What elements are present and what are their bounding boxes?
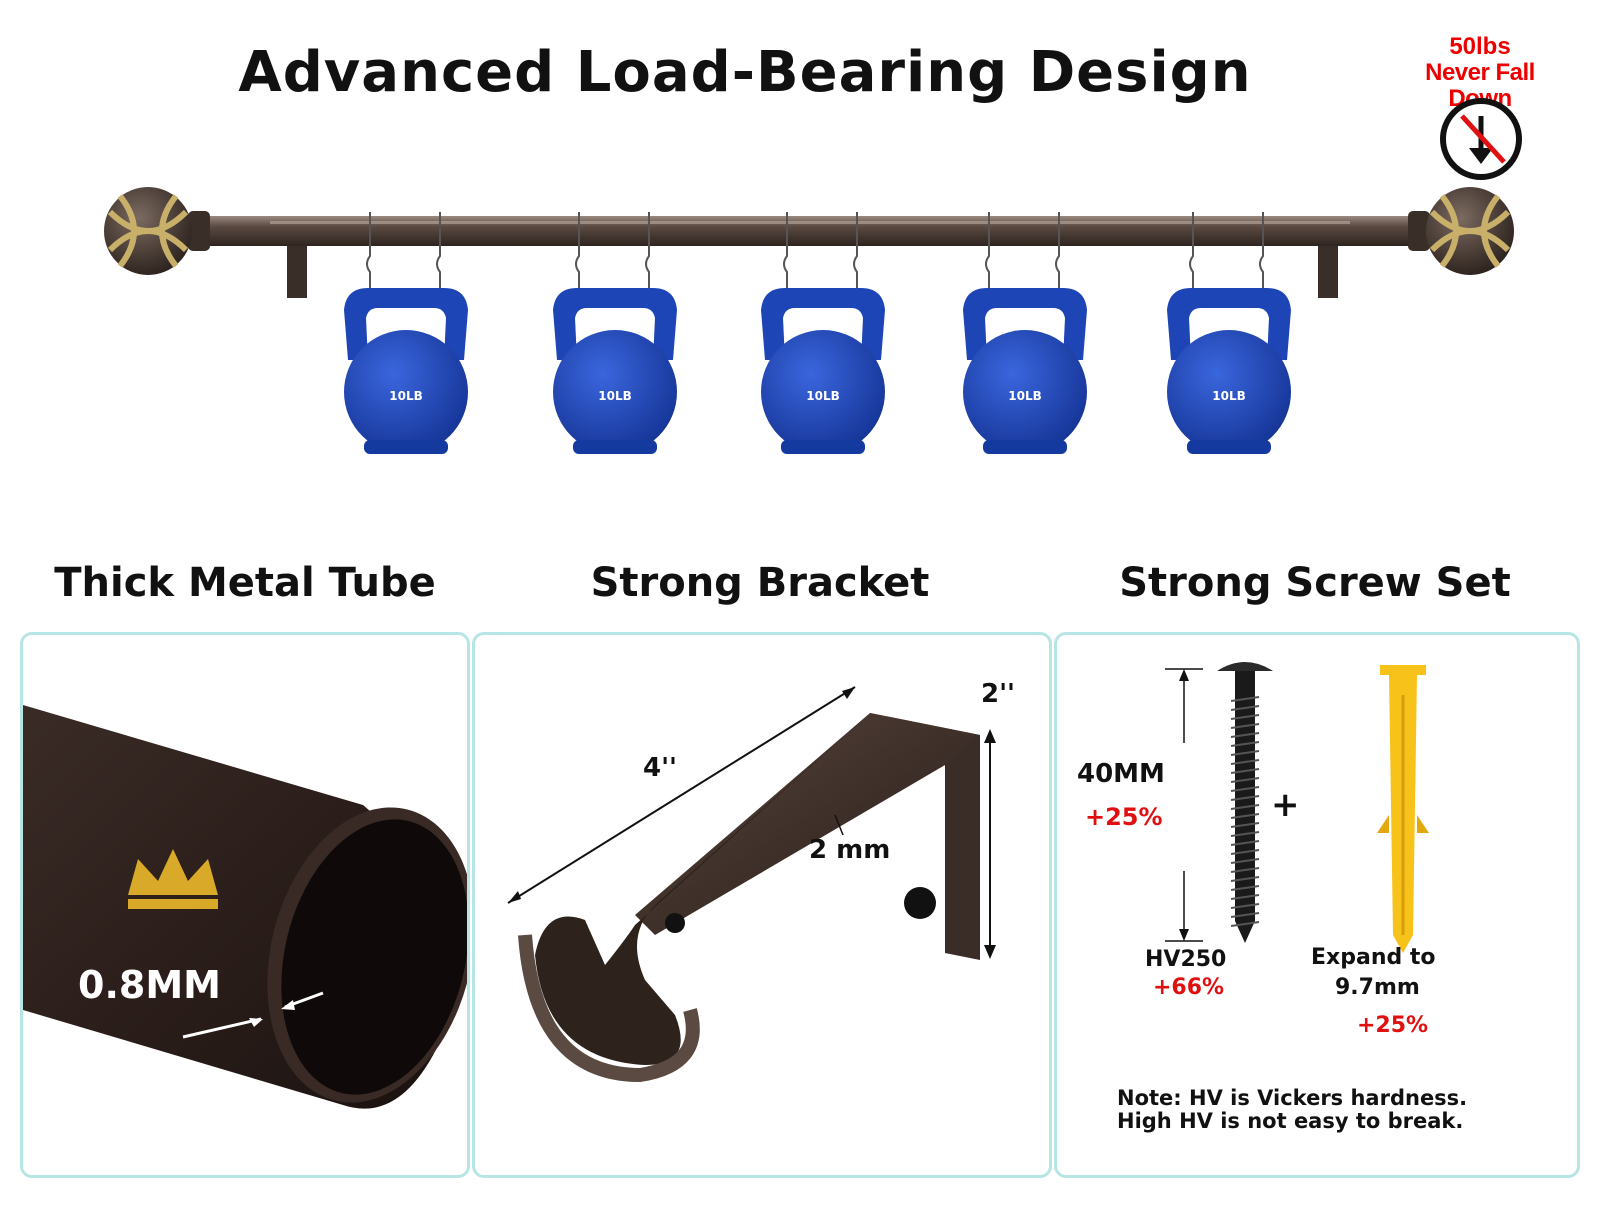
screw-icon [1217,662,1273,943]
page-title: Advanced Load-Bearing Design [238,40,1252,105]
kettlebell: 10LB [761,212,885,454]
note-line-2: High HV is not easy to break. [1117,1109,1464,1133]
no-fall-icon [1440,98,1522,180]
kettlebell-weight-label: 10LB [1008,389,1042,403]
bracket-height-label: 2'' [981,679,1016,709]
finial-left [104,187,210,275]
plus-sign: + [1271,785,1300,825]
badge-weight: 50lbs [1449,33,1511,60]
rod-tube [200,216,1418,246]
wall-anchor-icon [1377,665,1429,953]
screw-hardness-label: HV250 [1145,947,1227,972]
tube-illustration [23,705,467,1109]
screw-hardness-gain: +66% [1153,975,1225,1000]
bracket-illustration [507,686,996,1083]
panel-tube: 0.8MM [20,632,470,1178]
finial-right [1408,187,1514,275]
panel-screw: 40MM +25% + HV250 +66% Expand to 9.7mm +… [1054,632,1580,1178]
panel-bracket: 4'' 2'' 2 mm [472,632,1052,1178]
curtain-rod-illustration: 10LB 10LB 10LB 10LB 10LB [104,187,1514,454]
kettlebell: 10LB [553,212,677,454]
anchor-gain: +25% [1357,1013,1429,1038]
section-title-tube: Thick Metal Tube [54,560,436,606]
bracket-gauge-label: 2 mm [809,835,891,865]
screw-length-label: 40MM [1077,759,1165,789]
kettlebell: 10LB [344,212,468,454]
anchor-diameter-label: 9.7mm [1335,975,1420,1000]
tube-thickness-label: 0.8MM [78,963,221,1007]
note-line-1: Note: HV is Vickers hardness. [1117,1086,1468,1110]
bracket-length-label: 4'' [643,753,678,783]
kettlebell-weight-label: 10LB [598,389,632,403]
screw-length-gain: +25% [1085,803,1163,831]
section-title-bracket: Strong Bracket [590,560,930,606]
kettlebell-weight-label: 10LB [1212,389,1246,403]
kettlebell: 10LB [1167,212,1291,454]
anchor-expand-label: Expand to [1311,945,1436,970]
kettlebell: 10LB [963,212,1087,454]
rod-bracket-left [287,246,307,298]
section-title-screw: Strong Screw Set [1119,560,1511,606]
rod-bracket-right [1318,246,1338,298]
crown-icon [128,849,218,909]
hardness-note: Note: HV is Vickers hardness. High HV is… [1117,1087,1467,1133]
screw-set-illustration [1165,662,1429,953]
kettlebell-weight-label: 10LB [806,389,840,403]
kettlebell-weight-label: 10LB [389,389,423,403]
